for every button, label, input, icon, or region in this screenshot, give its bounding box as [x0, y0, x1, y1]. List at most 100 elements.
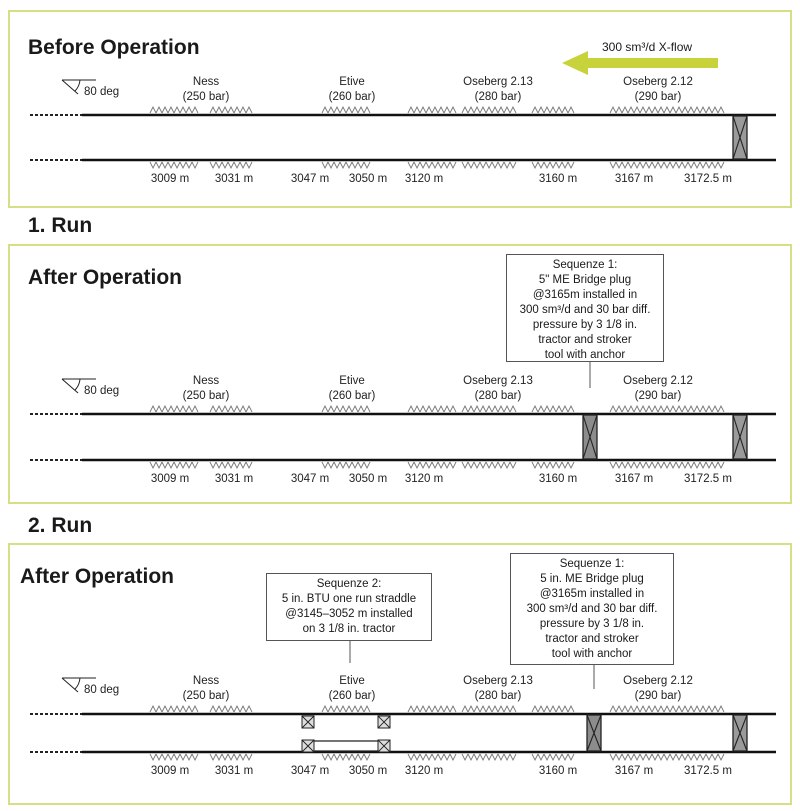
straddle-element-cross: [301, 739, 315, 753]
depth-label: 3172.5 m: [684, 765, 732, 777]
zone-pressure: (260 bar): [329, 91, 376, 103]
zone-pressure: (290 bar): [635, 690, 682, 702]
panel-title: After Operation: [20, 565, 175, 588]
perforation-mark: [461, 753, 517, 762]
sequenze-1-note: Sequenze 1: 5" ME Bridge plug @3165m ins…: [506, 254, 664, 362]
perforation-mark: [609, 105, 725, 114]
zone-name: Etive: [339, 375, 365, 387]
depth-label: 3167 m: [615, 173, 653, 185]
angle-arc: [74, 79, 81, 92]
angle-marker: [61, 79, 96, 95]
zone-pressure: (290 bar): [635, 91, 682, 103]
straddle-element-cross: [377, 739, 391, 753]
perforation-mark: [321, 404, 371, 413]
perforation-mark: [609, 161, 725, 170]
perforation-mark: [531, 753, 575, 762]
zone-name: Etive: [339, 675, 365, 687]
perforation-mark: [209, 105, 253, 114]
sequenze-1-note: Sequenze 1: 5 in. ME Bridge plug @3165m …: [510, 553, 674, 665]
perforation-mark: [609, 753, 725, 762]
perforation-mark: [461, 105, 517, 114]
depth-label: 3172.5 m: [684, 173, 732, 185]
bridge-plug-cross: [582, 414, 598, 460]
depth-label: 3050 m: [349, 473, 387, 485]
depth-label: 3167 m: [615, 765, 653, 777]
run-1-panel: After Operation Sequenze 1: 5" ME Bridge…: [8, 244, 792, 504]
zone-pressure: (260 bar): [329, 690, 376, 702]
depth-label: 3120 m: [405, 473, 443, 485]
perforation-mark: [461, 461, 517, 470]
perforation-mark: [609, 404, 725, 413]
run-2-panel: After Operation Sequenze 2: 5 in. BTU on…: [8, 543, 792, 805]
angle-marker: [61, 378, 96, 394]
perforation-mark: [209, 404, 253, 413]
depth-label: 3031 m: [215, 765, 253, 777]
run-2-heading: 2. Run: [28, 514, 93, 537]
before-operation-panel: Before Operation 300 sm³/d X-flow 80 deg…: [8, 10, 792, 208]
perforation-mark: [321, 753, 371, 762]
zone-pressure: (250 bar): [183, 390, 230, 402]
perforation-mark: [531, 161, 575, 170]
bridge-plug-cross: [586, 714, 602, 752]
perforation-mark: [407, 161, 457, 170]
perforation-mark: [149, 161, 199, 170]
straddle-element-cross: [301, 715, 315, 729]
panel-title: After Operation: [28, 266, 183, 289]
perforation-mark: [531, 105, 575, 114]
depth-label: 3050 m: [349, 173, 387, 185]
zone-name: Ness: [193, 375, 219, 387]
zone-name: Oseberg 2.13: [463, 76, 533, 88]
depth-label: 3047 m: [291, 765, 329, 777]
perforation-mark: [407, 704, 457, 713]
perforation-mark: [531, 461, 575, 470]
zone-name: Ness: [193, 675, 219, 687]
depth-label: 3009 m: [151, 473, 189, 485]
zone-name: Oseberg 2.13: [463, 375, 533, 387]
perforation-mark: [461, 161, 517, 170]
angle-label: 80 deg: [84, 385, 119, 397]
perforation-mark: [209, 161, 253, 170]
xflow-arrow: [562, 51, 718, 75]
zone-name: Oseberg 2.12: [623, 76, 693, 88]
depth-label: 3160 m: [539, 173, 577, 185]
angle-label: 80 deg: [84, 86, 119, 98]
perforation-mark: [321, 461, 371, 470]
perforation-mark: [321, 704, 371, 713]
angle-label: 80 deg: [84, 684, 119, 696]
perforation-mark: [461, 704, 517, 713]
depth-label: 3009 m: [151, 765, 189, 777]
depth-label: 3047 m: [291, 473, 329, 485]
zone-name: Oseberg 2.12: [623, 375, 693, 387]
depth-label: 3031 m: [215, 473, 253, 485]
perforation-mark: [209, 704, 253, 713]
perforation-mark: [407, 105, 457, 114]
zone-name: Oseberg 2.12: [623, 675, 693, 687]
perforation-mark: [609, 461, 725, 470]
zone-pressure: (250 bar): [183, 690, 230, 702]
perforation-mark: [407, 404, 457, 413]
straddle-element-cross: [377, 715, 391, 729]
depth-label: 3050 m: [349, 765, 387, 777]
angle-arc: [74, 378, 81, 391]
perforation-mark: [531, 704, 575, 713]
zone-name: Ness: [193, 76, 219, 88]
perforation-mark: [149, 753, 199, 762]
bridge-plug-cross: [732, 414, 748, 460]
zone-pressure: (280 bar): [475, 390, 522, 402]
perforation-mark: [407, 461, 457, 470]
perforation-mark: [149, 704, 199, 713]
zone-pressure: (280 bar): [475, 91, 522, 103]
bridge-plug-cross: [732, 714, 748, 752]
depth-label: 3031 m: [215, 173, 253, 185]
zone-pressure: (290 bar): [635, 390, 682, 402]
depth-label: 3009 m: [151, 173, 189, 185]
perforation-mark: [609, 704, 725, 713]
run-1-heading: 1. Run: [28, 214, 93, 237]
depth-label: 3160 m: [539, 473, 577, 485]
depth-label: 3172.5 m: [684, 473, 732, 485]
zone-pressure: (250 bar): [183, 91, 230, 103]
xflow-label: 300 sm³/d X-flow: [602, 40, 693, 54]
zone-name: Oseberg 2.13: [463, 675, 533, 687]
